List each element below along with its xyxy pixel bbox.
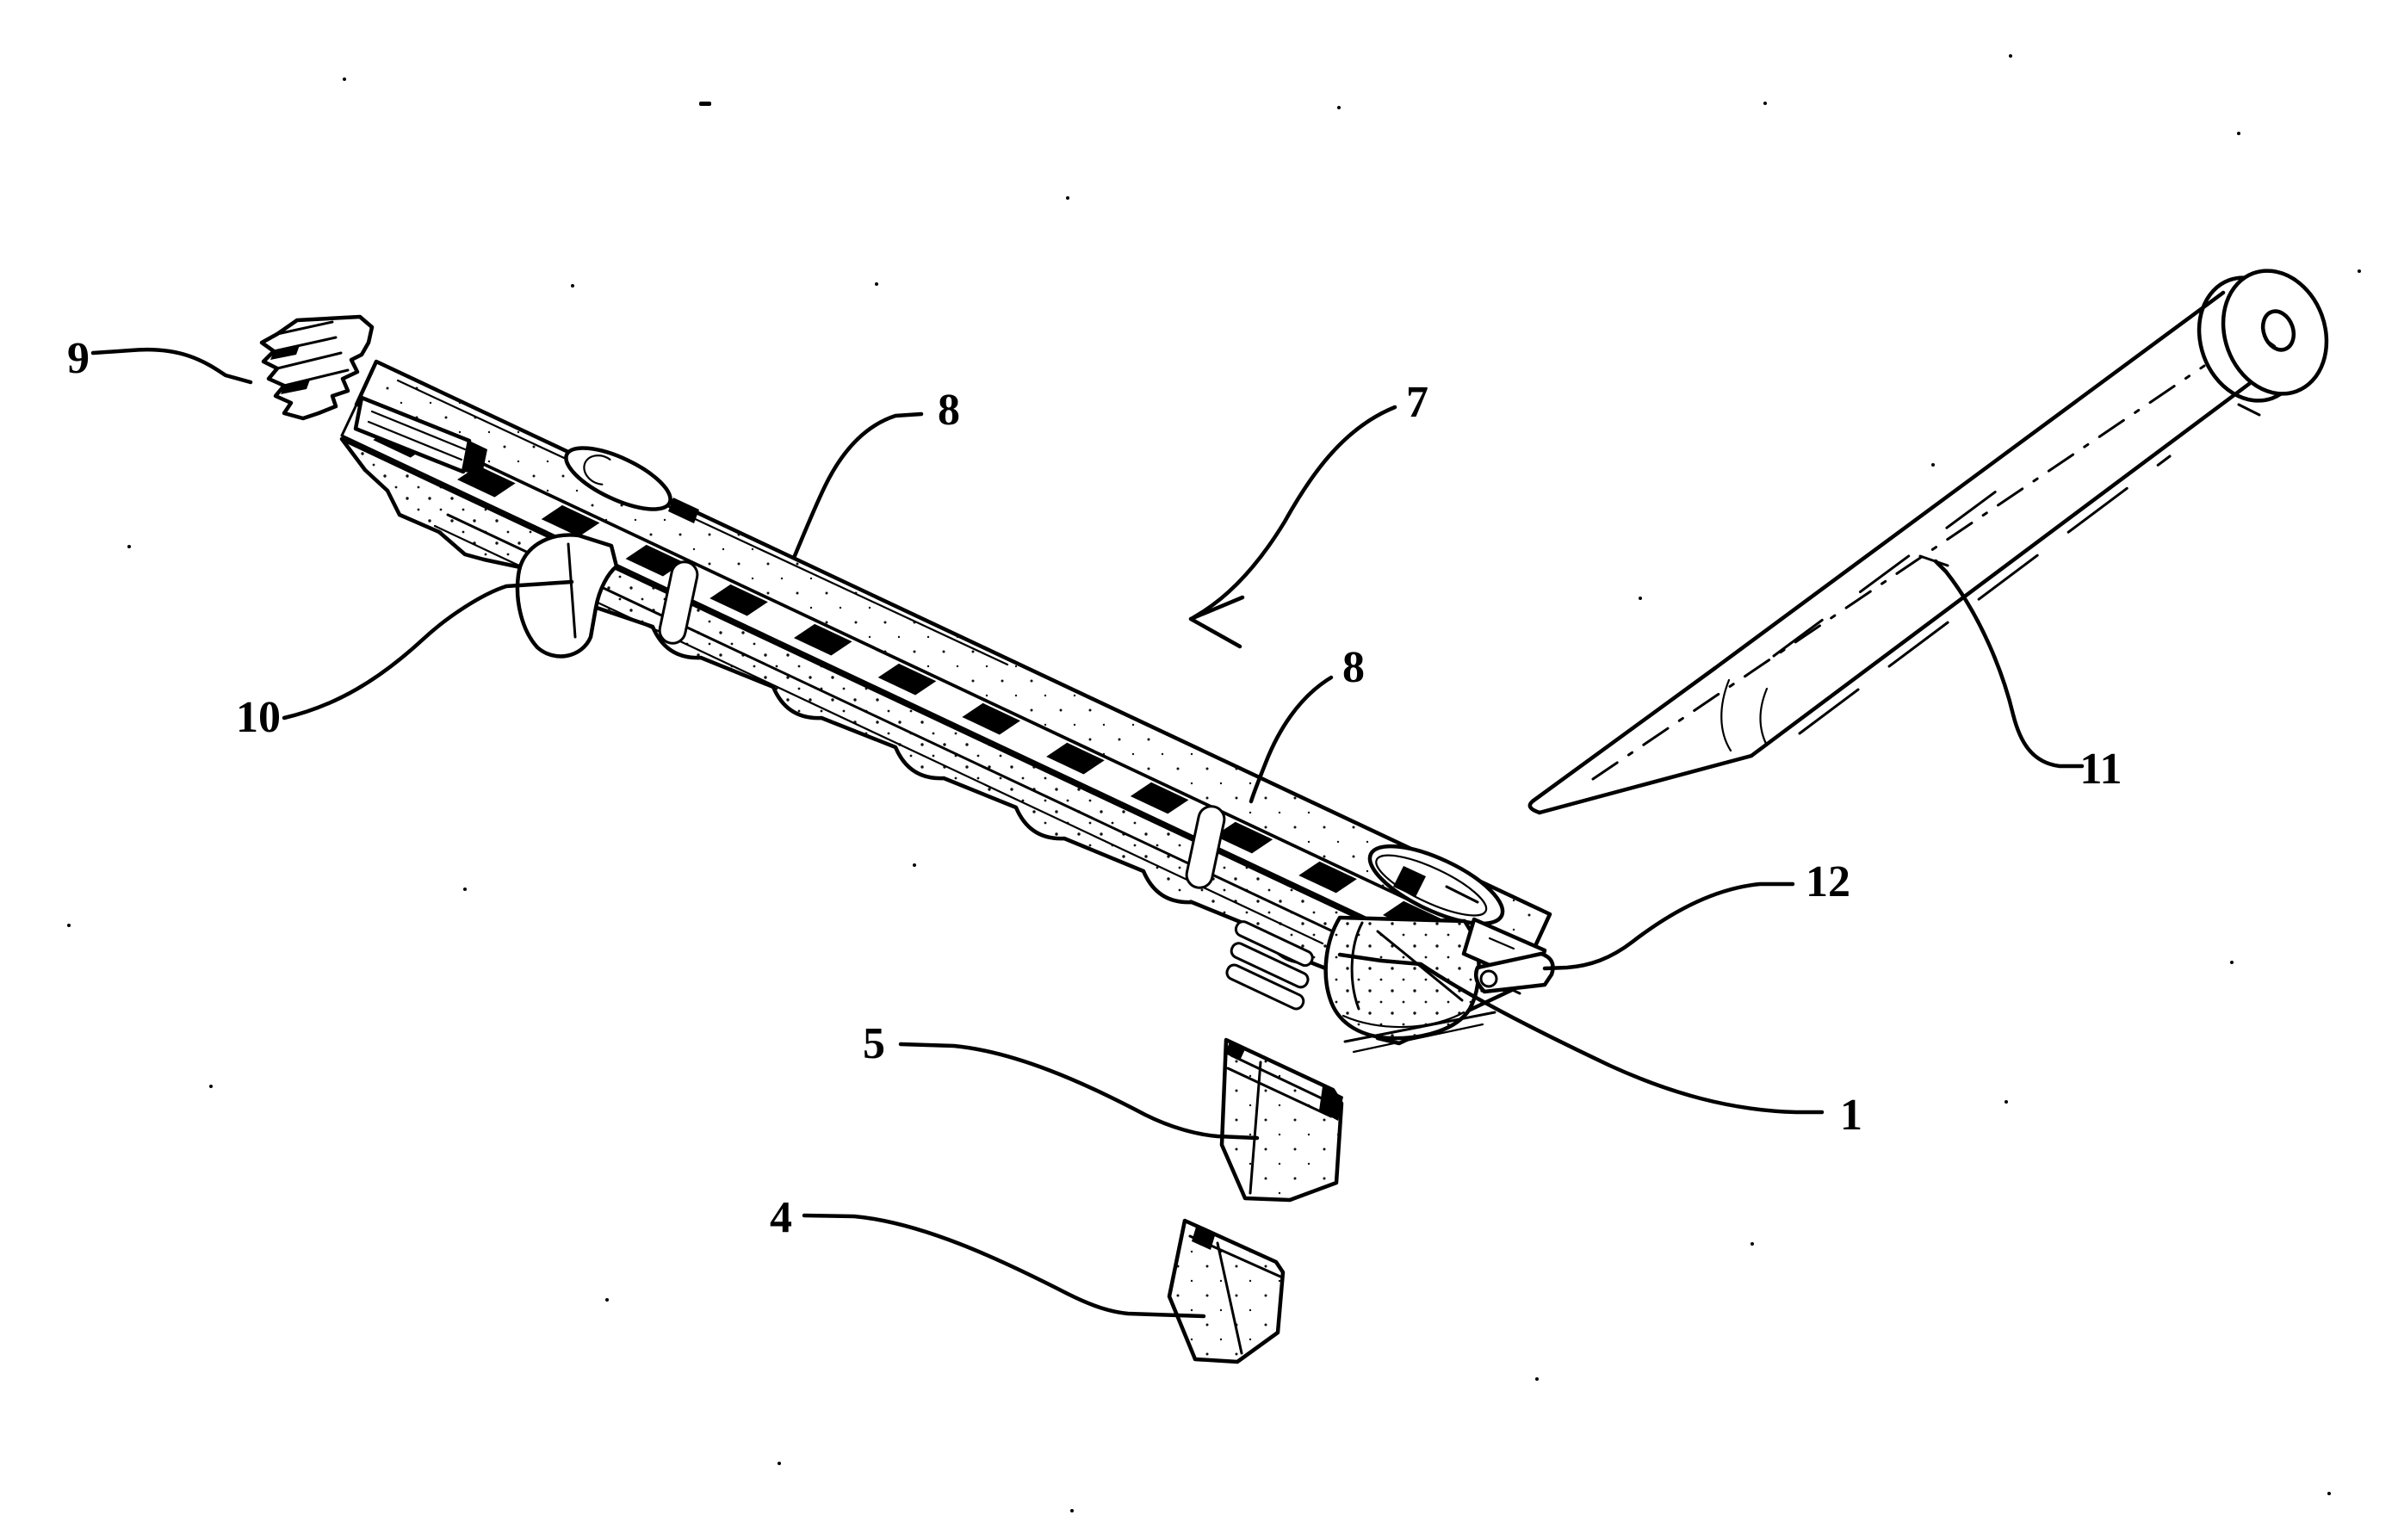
upper-wedge-rail-line-1 xyxy=(1230,1054,1338,1107)
rack-tooth-shadow-1 xyxy=(281,380,310,394)
nose-left-crease xyxy=(1350,921,1364,1011)
label-5: 5 xyxy=(863,1019,885,1068)
label-1: 1 xyxy=(1840,1091,1862,1140)
drive-rod-end-cap xyxy=(463,441,487,474)
leader-lines xyxy=(90,347,2085,1319)
pin-taper-shoulder-arc-2 xyxy=(1759,687,1769,747)
pin-shaft-upper-edge xyxy=(1713,290,2226,671)
wall-slot-proximal xyxy=(658,560,699,645)
leader-11 xyxy=(1933,559,2085,769)
lock-hook xyxy=(515,533,619,659)
leader-8-distal xyxy=(1249,675,1334,804)
alignment-pin xyxy=(1527,269,2329,815)
staple-slot-ridge xyxy=(340,403,1532,990)
toothed-rack xyxy=(259,314,375,421)
nose-rib-fingers xyxy=(1225,920,1314,1011)
lock-hook-inner-line xyxy=(567,542,577,639)
pin-tip-face xyxy=(1527,798,1542,815)
distal-foot-pin-hole xyxy=(1479,969,1498,988)
paper-specks xyxy=(67,54,2361,1512)
deck-opening-distal-strut xyxy=(1445,885,1479,904)
leader-8-proximal xyxy=(791,411,924,560)
rack-tooth-line-2 xyxy=(276,351,343,370)
leader-12 xyxy=(1542,881,1795,971)
upper-wedge-crease xyxy=(1249,1061,1262,1195)
label-4: 4 xyxy=(770,1193,792,1242)
under-nose-line-2 xyxy=(1352,1023,1484,1054)
deck-slot-mark-distal xyxy=(1393,866,1426,897)
label-10: 10 xyxy=(236,693,281,742)
label-11: 11 xyxy=(2079,745,2122,794)
lower-wedge-block xyxy=(1167,1218,1286,1364)
drive-rod-groove-1 xyxy=(370,410,467,451)
channel-body xyxy=(339,359,1552,1046)
deck-opening-distal xyxy=(1367,844,1505,926)
nose-bottom-curve xyxy=(1342,1011,1465,1029)
label-7: 7 xyxy=(1406,378,1428,427)
upper-wedge-top-notch xyxy=(1225,1042,1245,1061)
rack-tooth-line-1 xyxy=(282,368,350,387)
distal-end-tab-dash xyxy=(1488,937,1515,950)
distal-nose xyxy=(1323,915,1481,1041)
deck-opening-proximal xyxy=(564,446,672,511)
label-8-proximal: 8 xyxy=(938,386,960,435)
pin-head-bottom-seam xyxy=(2237,403,2261,417)
wall-top-seam xyxy=(344,439,1521,995)
label-8-distal: 8 xyxy=(1342,643,1365,692)
lower-wedge-stipple xyxy=(1169,1221,1283,1362)
leader-11-tick xyxy=(1918,554,1949,567)
pin-taper-shoulder-arc-1 xyxy=(1720,678,1732,752)
pin-shaft-lower-edge xyxy=(1749,381,2252,758)
upper-wedge-rail-end xyxy=(1319,1086,1343,1121)
wall-slot-distal xyxy=(1185,805,1226,889)
pin-tip-lower-edge xyxy=(1537,753,1754,815)
leader-9 xyxy=(90,347,253,385)
pin-head-hole-tick xyxy=(2264,337,2277,348)
label-12: 12 xyxy=(1806,857,1850,906)
upper-wedge-rail-line-2 xyxy=(1226,1067,1333,1118)
lower-wedge-crease xyxy=(1216,1241,1243,1355)
leader-1 xyxy=(1337,952,1825,1115)
drive-rod-groove-2 xyxy=(367,420,463,461)
distal-end-foot xyxy=(1474,951,1555,994)
rack-tooth-shadow-2 xyxy=(270,345,300,360)
distal-nose-stipple xyxy=(1325,918,1479,1039)
pin-tip-upper-edge xyxy=(1531,665,1718,803)
pin-highlight-dash-2 xyxy=(1772,482,2008,658)
leader-4 xyxy=(802,1213,1206,1319)
deck-inner-edge-line xyxy=(396,379,1009,666)
cartridge-assembly xyxy=(259,314,1555,1054)
deck-slot-mark-proximal xyxy=(668,498,699,523)
pin-centerline xyxy=(1591,364,2206,781)
lower-wedge-slot xyxy=(1192,1224,1216,1250)
pin-head-hole xyxy=(2260,309,2296,352)
leader-5 xyxy=(898,1042,1260,1141)
leader-7-arrowhead xyxy=(1188,595,1245,649)
reference-numerals: 9 10 8 7 8 11 12 1 5 4 xyxy=(67,334,2122,1242)
pin-highlight-dash-1 xyxy=(1798,455,2172,735)
upper-wedge-sled xyxy=(1219,1037,1344,1203)
label-9: 9 xyxy=(67,334,90,383)
rack-tooth-line-4 xyxy=(276,320,334,336)
under-nose-line-1 xyxy=(1343,1011,1496,1043)
leader-10 xyxy=(282,579,574,721)
leader-7 xyxy=(1190,405,1397,621)
drive-rod xyxy=(353,395,487,474)
